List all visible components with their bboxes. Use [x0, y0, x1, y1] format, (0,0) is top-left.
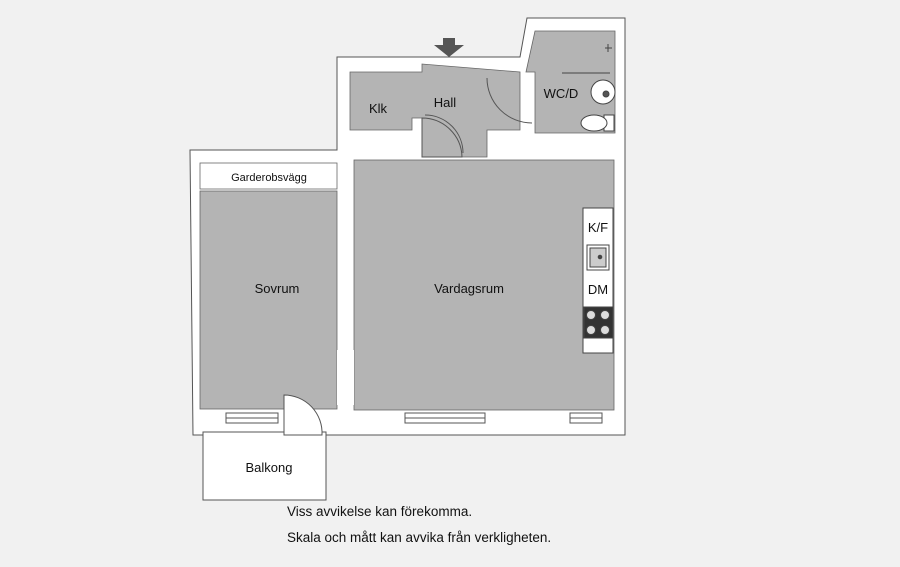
room-label-wc: WC/D — [544, 86, 579, 101]
kitchen-counter — [582, 207, 614, 354]
klk-hall-floor — [349, 63, 521, 158]
room-label-balkong: Balkong — [246, 460, 293, 475]
wc-fixtures — [562, 44, 616, 132]
room-label-dm: DM — [588, 282, 608, 297]
bedroom-door-opening — [337, 350, 354, 405]
balcony-area — [202, 431, 327, 501]
room-label-sovrum: Sovrum — [255, 281, 300, 296]
sovrum-floor — [199, 190, 338, 410]
garderob-floor — [199, 162, 338, 190]
room-label-vardagsrum: Vardagsrum — [434, 281, 504, 296]
disclaimer-line-1: Viss avvikelse kan förekomma. — [287, 504, 473, 519]
room-label-kf: K/F — [588, 220, 608, 235]
entrance-arrow-icon — [434, 38, 464, 57]
wc-floor — [525, 30, 616, 134]
room-label-hall: Hall — [434, 95, 457, 110]
room-label-garderob: Garderobsvägg — [231, 172, 307, 184]
stove-icon — [583, 306, 614, 339]
floor-areas — [199, 30, 616, 411]
disclaimer-line-2: Skala och mått kan avvika från verklighe… — [287, 530, 552, 545]
vardagsrum-floor — [353, 159, 615, 411]
room-label-klk: Klk — [369, 101, 388, 116]
windows — [225, 412, 603, 424]
door-swing-icon — [283, 77, 533, 436]
sink-icon — [590, 79, 616, 105]
